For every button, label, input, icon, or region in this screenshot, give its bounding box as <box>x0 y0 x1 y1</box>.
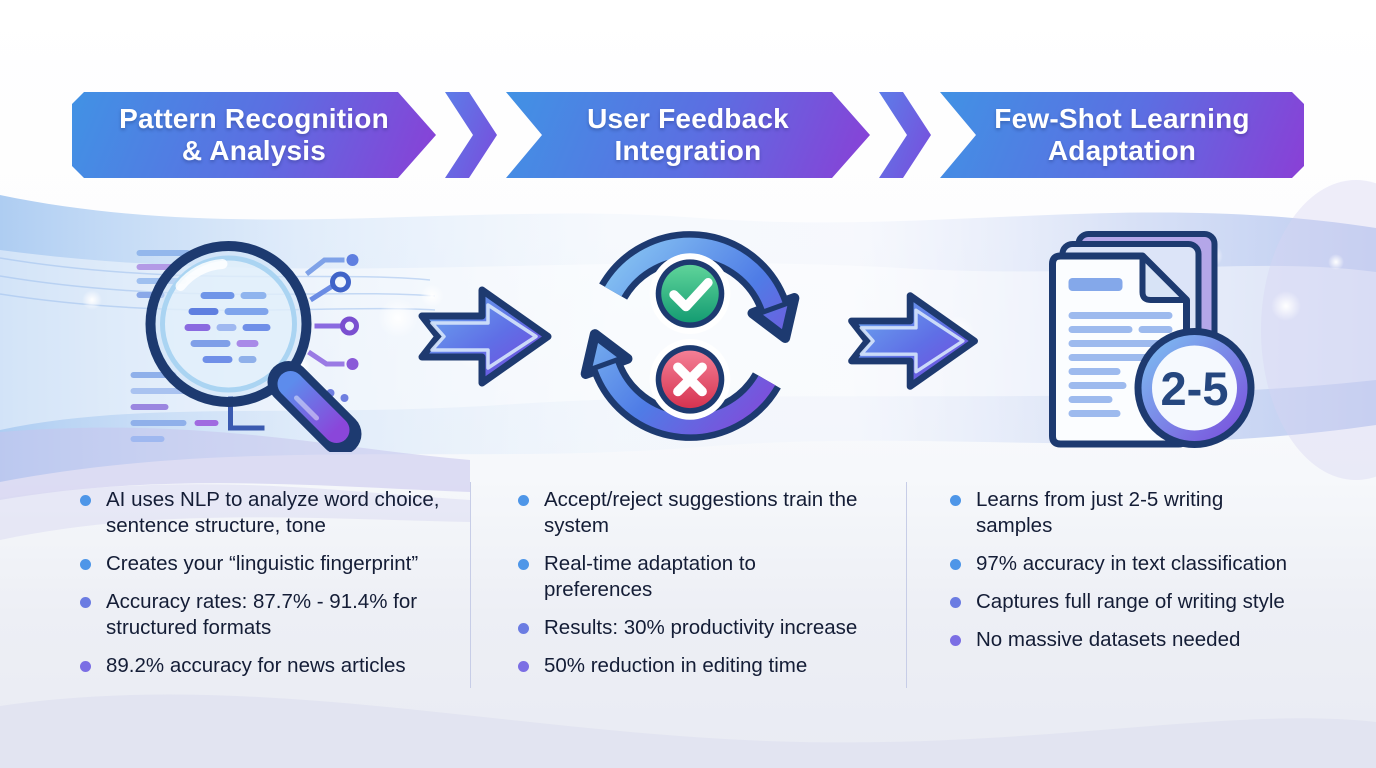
bullet-dot <box>80 495 91 506</box>
bullet-list-pattern-recognition: AI uses NLP to analyze word choice, sent… <box>80 487 440 691</box>
flow-arrow-icon <box>418 274 558 399</box>
list-item: No massive datasets needed <box>950 627 1305 653</box>
bullet-dot <box>518 623 529 635</box>
banner-step-pattern-recognition: Pattern Recognition & Analysis <box>72 92 436 178</box>
list-item: Accuracy rates: 87.7% - 91.4% for struct… <box>80 589 440 641</box>
magnifier-handle <box>267 361 362 452</box>
magnifier-nlp-analysis-icon <box>128 222 384 452</box>
bullet-list-user-feedback: Accept/reject suggestions train the syst… <box>518 487 863 691</box>
list-item: Real-time adaptation to preferences <box>518 551 863 603</box>
column-divider <box>906 482 907 688</box>
bullet-dot <box>80 661 91 673</box>
bullet-dot <box>950 495 961 506</box>
list-item: 97% accuracy in text classification <box>950 551 1305 577</box>
bullet-dot <box>80 559 91 571</box>
list-item: Captures full range of writing style <box>950 589 1305 615</box>
column-divider <box>470 482 471 688</box>
bullet-dot <box>518 559 529 571</box>
banner-step-few-shot: Few-Shot Learning Adaptation <box>940 92 1304 178</box>
bullet-dot <box>80 597 91 609</box>
list-item: Accept/reject suggestions train the syst… <box>518 487 863 539</box>
list-item: Creates your “linguistic fingerprint” <box>80 551 440 577</box>
lens <box>145 241 312 407</box>
chevron-separator-icon <box>879 92 931 178</box>
bullet-dot <box>950 635 961 647</box>
bullet-dot <box>950 597 961 609</box>
document-text-lines <box>1068 278 1173 417</box>
cycle-arrow-top <box>599 231 800 343</box>
process-banner: Pattern Recognition & Analysis User Feed… <box>72 92 1304 178</box>
list-item: Learns from just 2-5 writing samples <box>950 487 1305 539</box>
chevron-separator-icon <box>445 92 497 178</box>
badge-text: 2-5 <box>1161 362 1229 415</box>
list-item: 89.2% accuracy for news articles <box>80 653 440 679</box>
document-samples-stack-icon: 2-5 <box>1012 220 1258 455</box>
lens-text-lines <box>184 292 271 363</box>
cycle-arrow-bottom <box>580 329 781 441</box>
list-item: Results: 30% productivity increase <box>518 615 863 641</box>
x-icon <box>649 339 731 420</box>
bullet-dot <box>518 495 529 506</box>
circuit-traces <box>304 254 359 402</box>
banner-step-user-feedback: User Feedback Integration <box>506 92 870 178</box>
list-item: 50% reduction in editing time <box>518 653 863 679</box>
bullet-dot <box>950 559 961 571</box>
accept-reject-feedback-loop-icon <box>572 220 808 452</box>
bullet-list-few-shot: Learns from just 2-5 writing samples 97%… <box>950 487 1305 665</box>
check-icon <box>649 253 731 334</box>
step-title: User Feedback Integration <box>587 102 789 166</box>
step-title: Pattern Recognition & Analysis <box>119 102 389 166</box>
code-lines-left <box>130 250 219 442</box>
sample-count-badge: 2-5 <box>1134 328 1255 448</box>
step-title: Few-Shot Learning Adaptation <box>994 102 1250 166</box>
bullet-dot <box>518 661 529 673</box>
list-item: AI uses NLP to analyze word choice, sent… <box>80 487 440 539</box>
folded-corner <box>1139 253 1190 303</box>
flow-arrow-icon <box>843 280 989 402</box>
